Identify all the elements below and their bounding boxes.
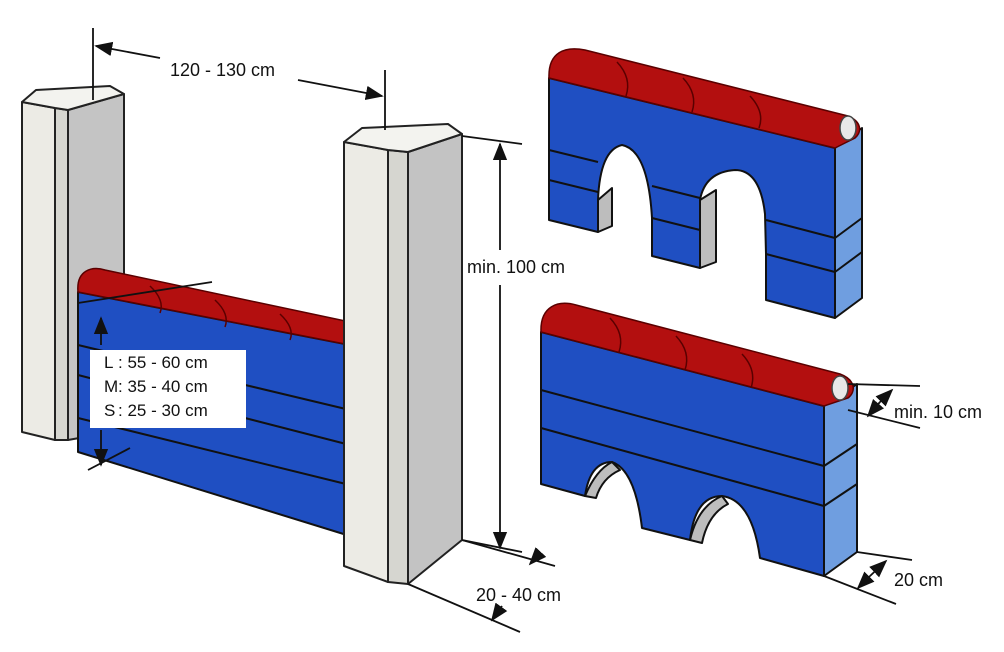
size-range: : 25 - 30 cm — [118, 401, 208, 420]
arch-block-bottom — [540, 331, 858, 577]
size-letter: L — [104, 353, 114, 372]
left-wall-roll — [77, 267, 351, 346]
size-row-l: L: 55 - 60 cm — [104, 352, 246, 374]
roll-thickness-label: min. 10 cm — [894, 402, 983, 422]
pillar-height-label: min. 100 cm — [467, 257, 566, 277]
size-range: : 55 - 60 cm — [118, 353, 208, 372]
dimension-lines — [77, 28, 921, 633]
block-depth-label: 20 cm — [894, 570, 944, 590]
size-row-s: S: 25 - 30 cm — [104, 400, 246, 422]
block-sizes-legend: L: 55 - 60 cm M: 35 - 40 cm S: 25 - 30 c… — [90, 350, 246, 428]
pillar-spacing-label: 120 - 130 cm — [170, 60, 276, 80]
pillar-depth-label: 20 - 40 cm — [476, 585, 562, 605]
size-letter: M — [104, 377, 119, 396]
size-row-m: M: 35 - 40 cm — [104, 376, 246, 398]
size-range: : 35 - 40 cm — [118, 377, 208, 396]
arch-block-top-roll — [548, 48, 861, 149]
arch-block-bottom-roll — [540, 302, 854, 407]
size-letter: S — [104, 401, 116, 420]
arch-block-top — [548, 77, 863, 319]
right-pillar — [343, 123, 463, 585]
